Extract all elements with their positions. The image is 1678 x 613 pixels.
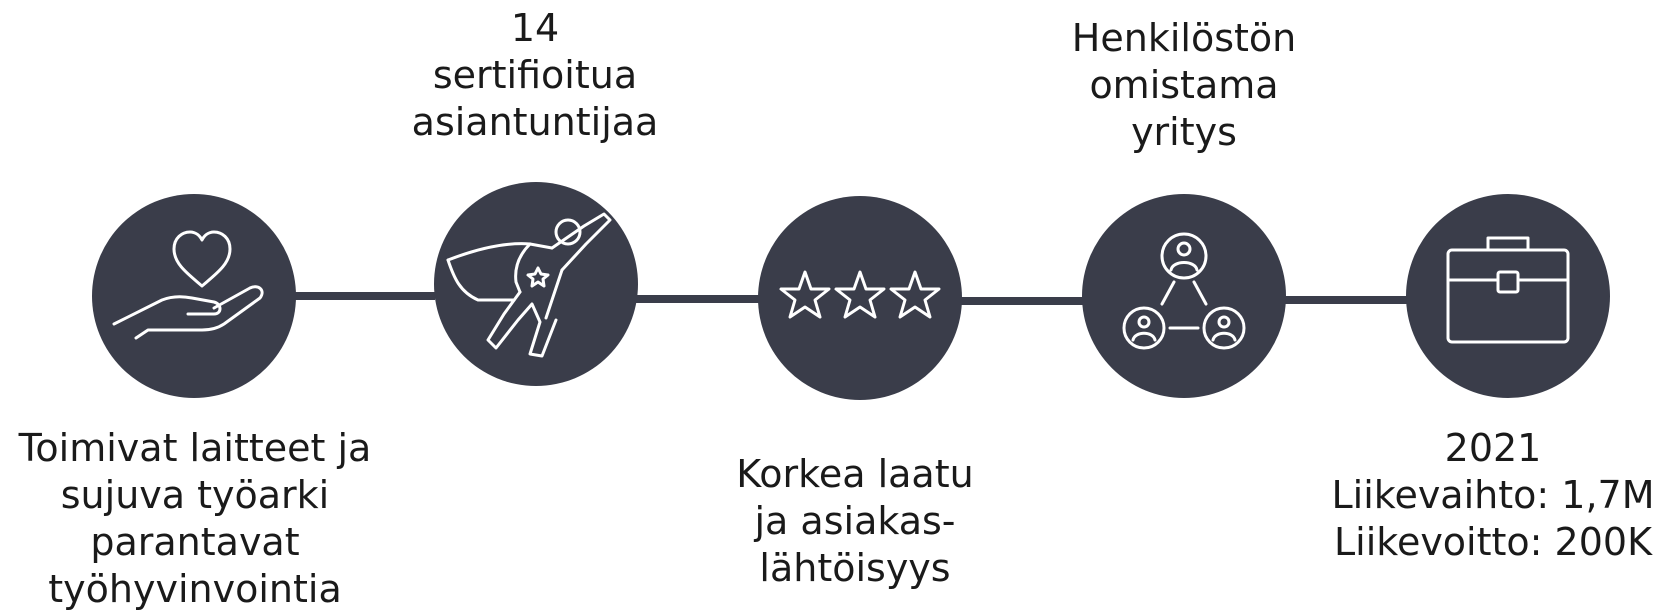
timeline-connector-2 <box>630 295 765 303</box>
step-label-5: 2021 Liikevaihto: 1,7M Liikevoitto: 200K <box>1331 426 1655 564</box>
step-label-1: Toimivat laitteet ja sujuva työarki para… <box>18 426 372 611</box>
step-label-2: 14 sertifioitua asiantuntijaa <box>411 6 659 144</box>
heart-hand-icon <box>112 230 264 340</box>
three-stars-icon <box>779 270 941 319</box>
timeline-node-3 <box>758 196 962 400</box>
step-label-4: Henkilöstön omistama yritys <box>1071 16 1297 154</box>
people-network-icon <box>1122 232 1246 350</box>
timeline-node-2 <box>434 182 638 386</box>
timeline-node-5 <box>1406 194 1610 398</box>
superhero-icon <box>446 212 612 358</box>
timeline-connector-4 <box>1280 296 1430 304</box>
step-label-3: Korkea laatu ja asiakas- lähtöisyys <box>736 452 974 590</box>
timeline-node-1 <box>92 194 296 398</box>
timeline-connector-3 <box>955 297 1095 305</box>
timeline-connector-1 <box>285 292 435 300</box>
briefcase-icon <box>1446 236 1570 344</box>
timeline-node-4 <box>1082 194 1286 398</box>
